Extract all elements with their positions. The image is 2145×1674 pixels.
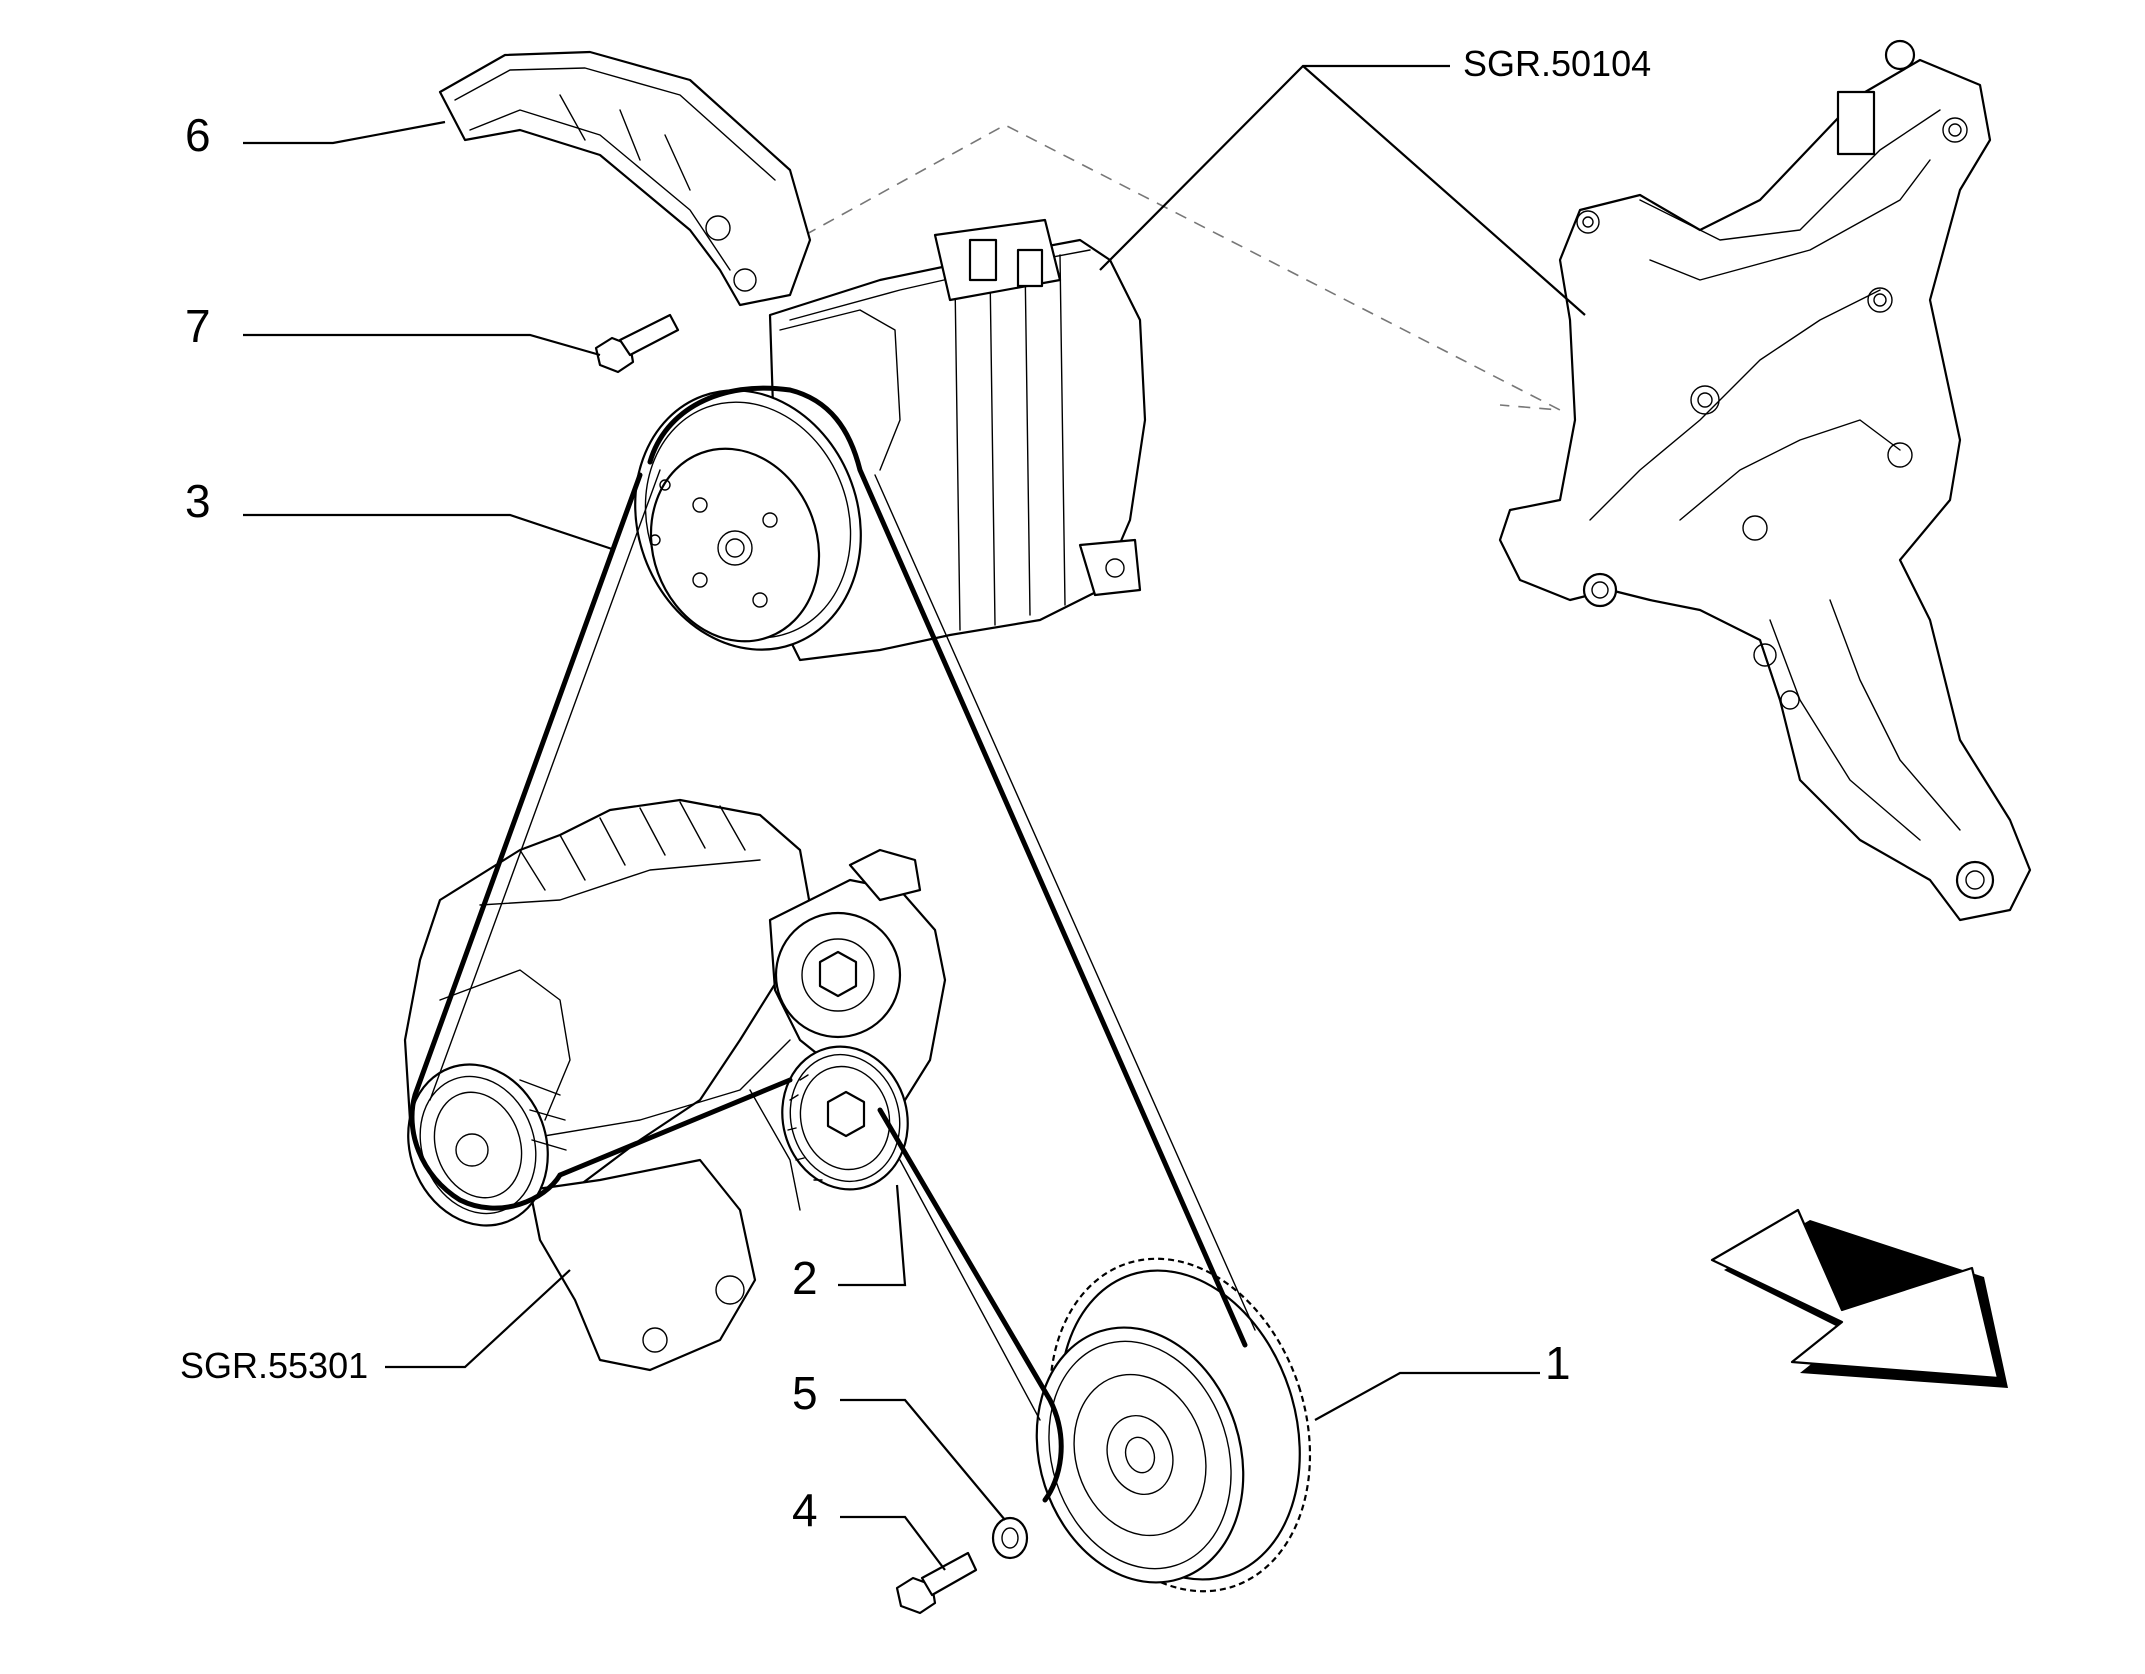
direction-arrow-icon bbox=[1710, 1208, 2008, 1388]
part-4-bolt bbox=[895, 1551, 978, 1615]
callout-5: 5 bbox=[792, 1367, 818, 1419]
part-3-drive-belt bbox=[409, 385, 1256, 1503]
leader-6 bbox=[243, 120, 446, 145]
part-1-crankshaft-pulley bbox=[1035, 1257, 1312, 1593]
group-reference-left: SGR.55301 bbox=[180, 1345, 369, 1386]
leader-7 bbox=[243, 333, 601, 357]
leader-4 bbox=[840, 1515, 946, 1571]
leader-5 bbox=[840, 1398, 1006, 1521]
assembly-dashed-line bbox=[804, 124, 1561, 411]
compressor-pulley bbox=[634, 389, 862, 651]
group-reference-top: SGR.50104 bbox=[1463, 43, 1652, 84]
leader-1 bbox=[1314, 1371, 1540, 1421]
part-5-washer bbox=[991, 1516, 1029, 1560]
leader-lines bbox=[243, 64, 1586, 1571]
leader-sgr-50104-a bbox=[1099, 64, 1450, 271]
ac-compressor bbox=[768, 218, 1147, 662]
leader-2 bbox=[838, 1184, 907, 1287]
callout-7: 7 bbox=[185, 300, 211, 352]
belt-tensioner bbox=[768, 848, 947, 1112]
callout-1: 1 bbox=[1545, 1337, 1571, 1389]
callout-4: 4 bbox=[792, 1484, 818, 1536]
leader-sgr-50104-b bbox=[1302, 65, 1586, 316]
leader-sgr-55301 bbox=[385, 1269, 571, 1369]
callout-3: 3 bbox=[185, 475, 211, 527]
part-2-idler-pulley bbox=[781, 1045, 909, 1191]
callout-6: 6 bbox=[185, 109, 211, 161]
part-6-bracket-cover bbox=[438, 50, 812, 307]
leader-3 bbox=[243, 513, 616, 552]
part-7-bolt bbox=[594, 313, 680, 374]
callout-2: 2 bbox=[792, 1252, 818, 1304]
mounting-bracket bbox=[1498, 39, 2032, 922]
